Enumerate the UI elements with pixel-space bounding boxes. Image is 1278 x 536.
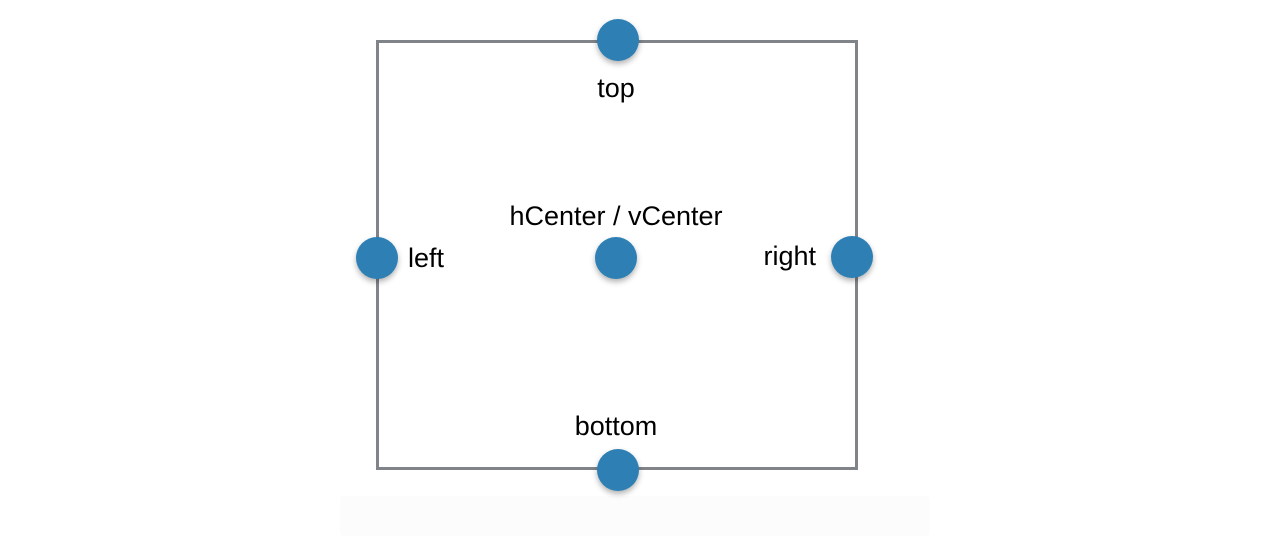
anchor-dot-right[interactable] bbox=[831, 236, 873, 278]
anchor-label-bottom: bottom bbox=[574, 411, 658, 441]
anchor-label-left: left bbox=[408, 243, 445, 273]
anchor-label-center: hCenter / vCenter bbox=[509, 201, 723, 231]
anchor-label-top: top bbox=[597, 73, 635, 103]
anchor-dot-top[interactable] bbox=[597, 19, 639, 61]
anchor-dot-center[interactable] bbox=[595, 237, 637, 279]
anchor-dot-left[interactable] bbox=[356, 237, 398, 279]
background-panel bbox=[340, 496, 930, 536]
anchor-label-right: right bbox=[763, 241, 816, 271]
anchor-dot-bottom[interactable] bbox=[597, 449, 639, 491]
